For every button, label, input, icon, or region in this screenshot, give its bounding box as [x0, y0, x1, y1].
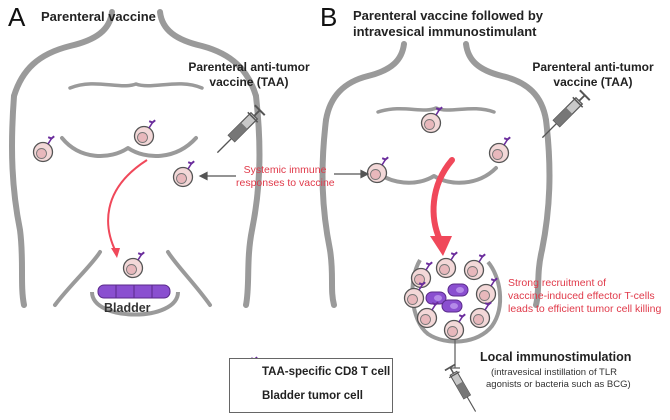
local-immunostimulation-title: Local immunostimulation	[480, 350, 632, 364]
t-cell	[32, 135, 56, 163]
panel-a-migration-arrow	[107, 159, 148, 258]
recruitment-label: Strong recruitment of vaccine-induced ef…	[508, 277, 661, 316]
bladder-b-cluster	[403, 251, 503, 344]
instillation-line	[450, 340, 460, 369]
vaccine-label-line2: vaccine (TAA)	[209, 75, 289, 89]
panel-a-vaccine-label: Parenteral anti-tumor vaccine (TAA)	[186, 60, 312, 90]
systemic-line2: responses to vaccine	[236, 177, 335, 189]
recruitment-line3: leads to efficient tumor cell killing	[508, 303, 662, 315]
panel-b-letter: B	[320, 2, 338, 32]
t-cell	[172, 160, 196, 188]
systemic-response-label: Systemic immune responses to vaccine	[236, 164, 335, 190]
local-detail-line2: agonists or bacteria such as BCG)	[486, 379, 631, 390]
panel-b-title: Parenteral vaccine followed by intravesi…	[353, 8, 543, 40]
panel-b-vaccine-label: Parenteral anti-tumor vaccine (TAA)	[528, 60, 658, 90]
legend-tcell-label: TAA-specific CD8 T cell	[262, 366, 391, 378]
recruitment-line2: vaccine-induced effector T-cells	[508, 290, 655, 302]
systemic-line1: Systemic immune	[243, 164, 327, 176]
panel-a-body-outline	[9, 9, 263, 308]
legend-tumor-label: Bladder tumor cell	[262, 390, 363, 402]
panel-b-body-outline	[319, 41, 553, 308]
bladder-a	[90, 284, 180, 317]
legend	[229, 358, 393, 413]
panel-a-letter: A	[8, 2, 26, 32]
vaccine-label-line2: vaccine (TAA)	[553, 75, 633, 89]
t-cell	[366, 156, 390, 184]
vaccine-label-line1: Parenteral anti-tumor	[188, 60, 310, 74]
syringe-icon	[444, 363, 482, 416]
vaccine-label-line1: Parenteral anti-tumor	[532, 60, 654, 74]
t-cell	[122, 251, 146, 279]
recruitment-line1: Strong recruitment of	[508, 277, 607, 289]
local-immunostimulation-detail: (intravesical instillation of TLR agonis…	[486, 367, 631, 391]
panel-b-title-line2: intravesical immunostimulant	[353, 24, 537, 39]
panel-a-title: Parenteral vaccine	[41, 9, 156, 24]
panel-b-recruitment-arrow	[430, 157, 455, 256]
bladder-label: Bladder	[104, 301, 151, 315]
panel-b-title-line1: Parenteral vaccine followed by	[353, 8, 544, 23]
t-cell	[133, 119, 157, 147]
local-detail-line1: (intravesical instillation of TLR	[490, 367, 617, 378]
systemic-arrows	[198, 169, 370, 181]
t-cell	[488, 136, 512, 164]
